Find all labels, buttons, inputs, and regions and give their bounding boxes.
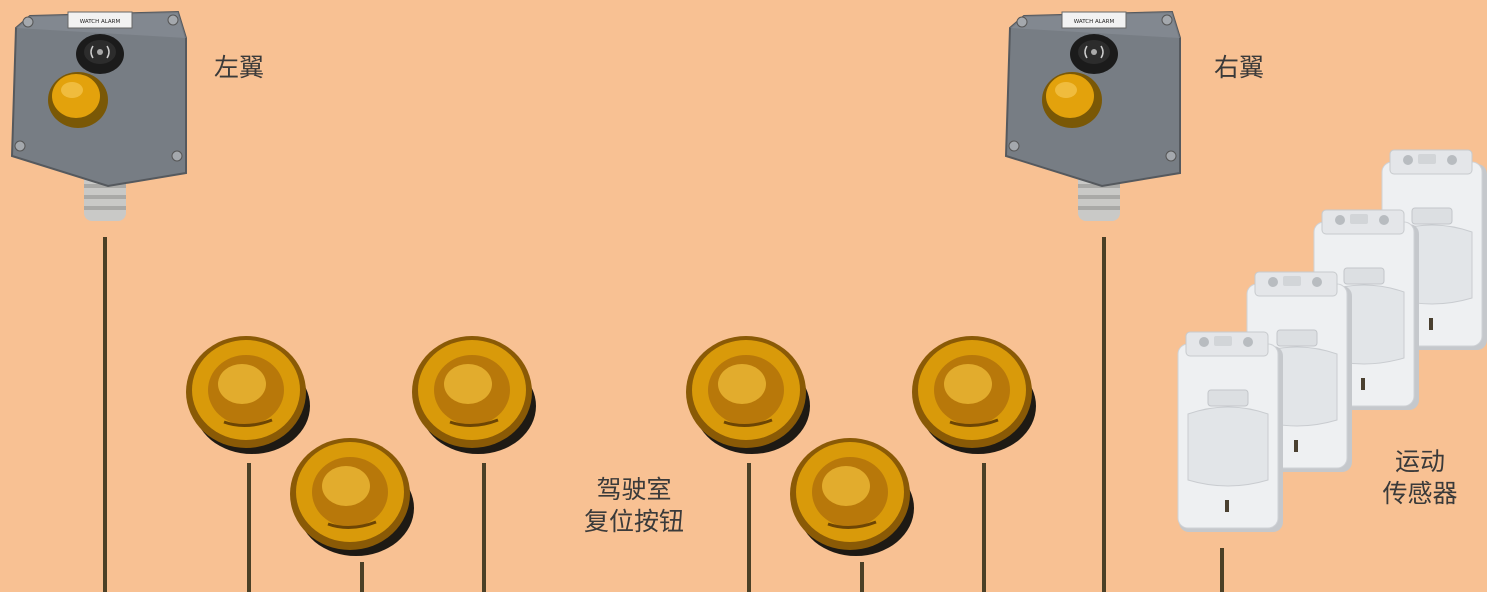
bridge-reset-button-6 <box>910 330 1040 460</box>
motion-sensor-1 <box>1176 330 1286 535</box>
bridge-reset-label-line2: 复位按钮 <box>583 507 684 536</box>
wire-left-panel <box>103 237 107 592</box>
bridge-reset-button-2 <box>288 432 418 562</box>
wire-right-panel <box>1102 237 1106 592</box>
panel-plate <box>67 11 133 29</box>
wire-button-3 <box>482 463 486 592</box>
bridge-reset-button-4 <box>684 330 814 460</box>
right-wing-label: 右翼 <box>1214 53 1265 82</box>
bridge-reset-label: 驾驶室 复位按钮 <box>572 474 696 538</box>
bridge-reset-button-5 <box>788 432 918 562</box>
motion-sensor-label-line1: 运动 <box>1394 447 1445 476</box>
wire-motion-sensor <box>1220 548 1224 592</box>
wire-button-1 <box>247 463 251 592</box>
bridge-reset-button-3 <box>410 330 540 460</box>
right-wing-alarm-panel: WATCH ALARM <box>1004 8 1184 243</box>
motion-sensor-label-line2: 传感器 <box>1382 479 1458 508</box>
left-wing-label: 左翼 <box>214 53 265 82</box>
motion-sensor-label: 运动 传感器 <box>1372 446 1468 510</box>
bridge-reset-label-line1: 驾驶室 <box>596 475 672 504</box>
left-wing-alarm-panel: WATCH ALARM <box>10 8 190 243</box>
wire-button-4 <box>747 463 751 592</box>
bridge-reset-button-1 <box>184 330 314 460</box>
panel-plate-text: WATCH ALARM <box>80 19 121 25</box>
wire-button-5 <box>860 562 864 592</box>
wire-button-2 <box>360 562 364 592</box>
panel-plate-text: WATCH ALARM <box>1074 19 1115 25</box>
panel-plate <box>1061 11 1127 29</box>
wire-button-6 <box>982 463 986 592</box>
